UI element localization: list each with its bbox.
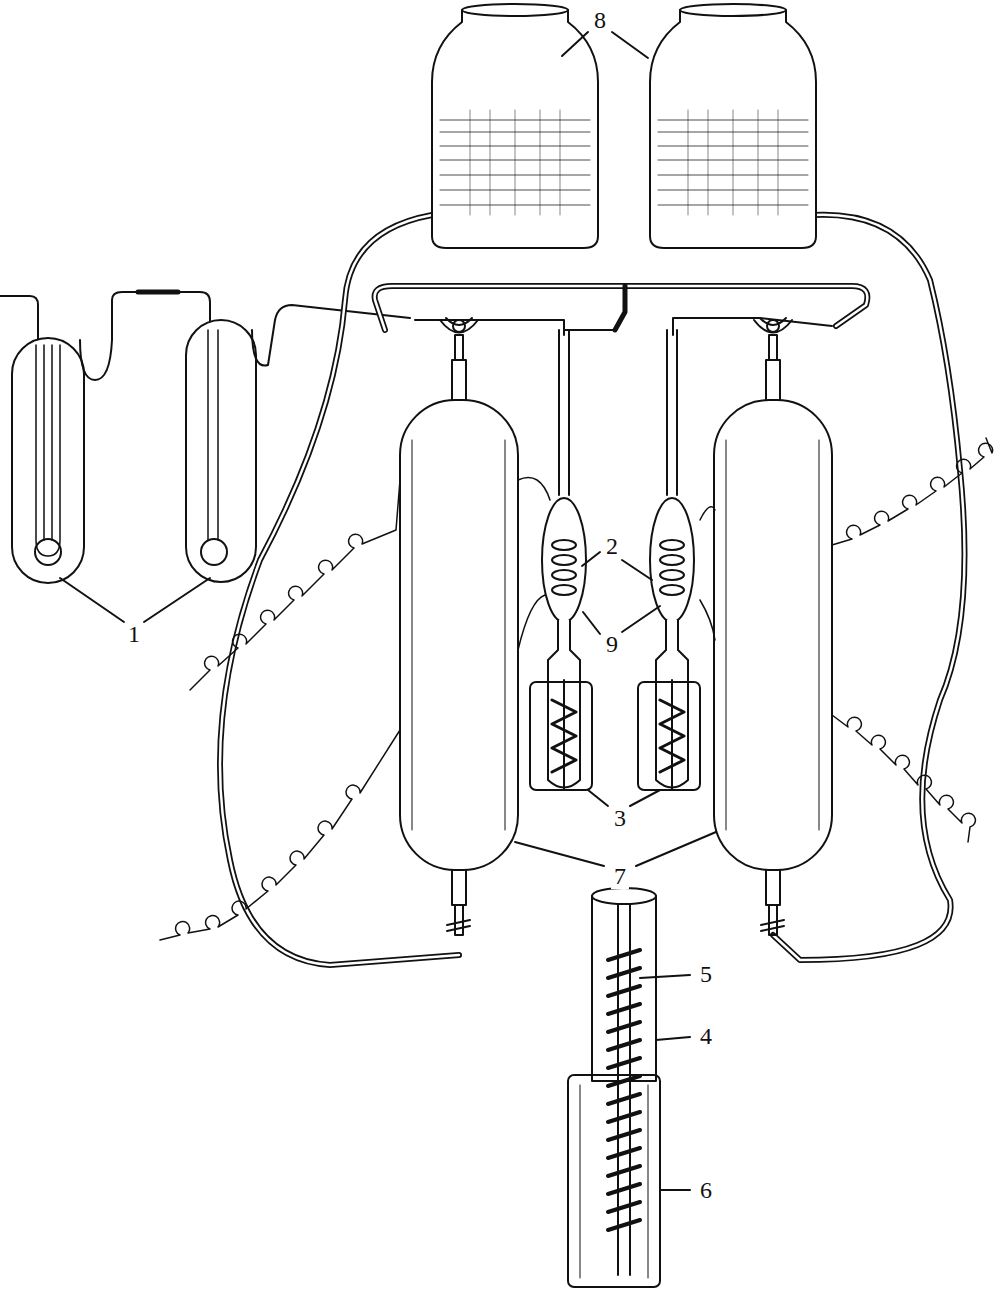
callout-number: 1 bbox=[125, 621, 143, 647]
callout-number: 9 bbox=[603, 631, 621, 657]
callout-number: 4 bbox=[697, 1023, 715, 1049]
callout-number: 5 bbox=[697, 961, 715, 987]
callout-number: 3 bbox=[611, 805, 629, 831]
callout-number: 7 bbox=[611, 863, 629, 889]
callout-number: 2 bbox=[603, 533, 621, 559]
callout-number: 8 bbox=[591, 7, 609, 33]
callout-number: 6 bbox=[697, 1177, 715, 1203]
